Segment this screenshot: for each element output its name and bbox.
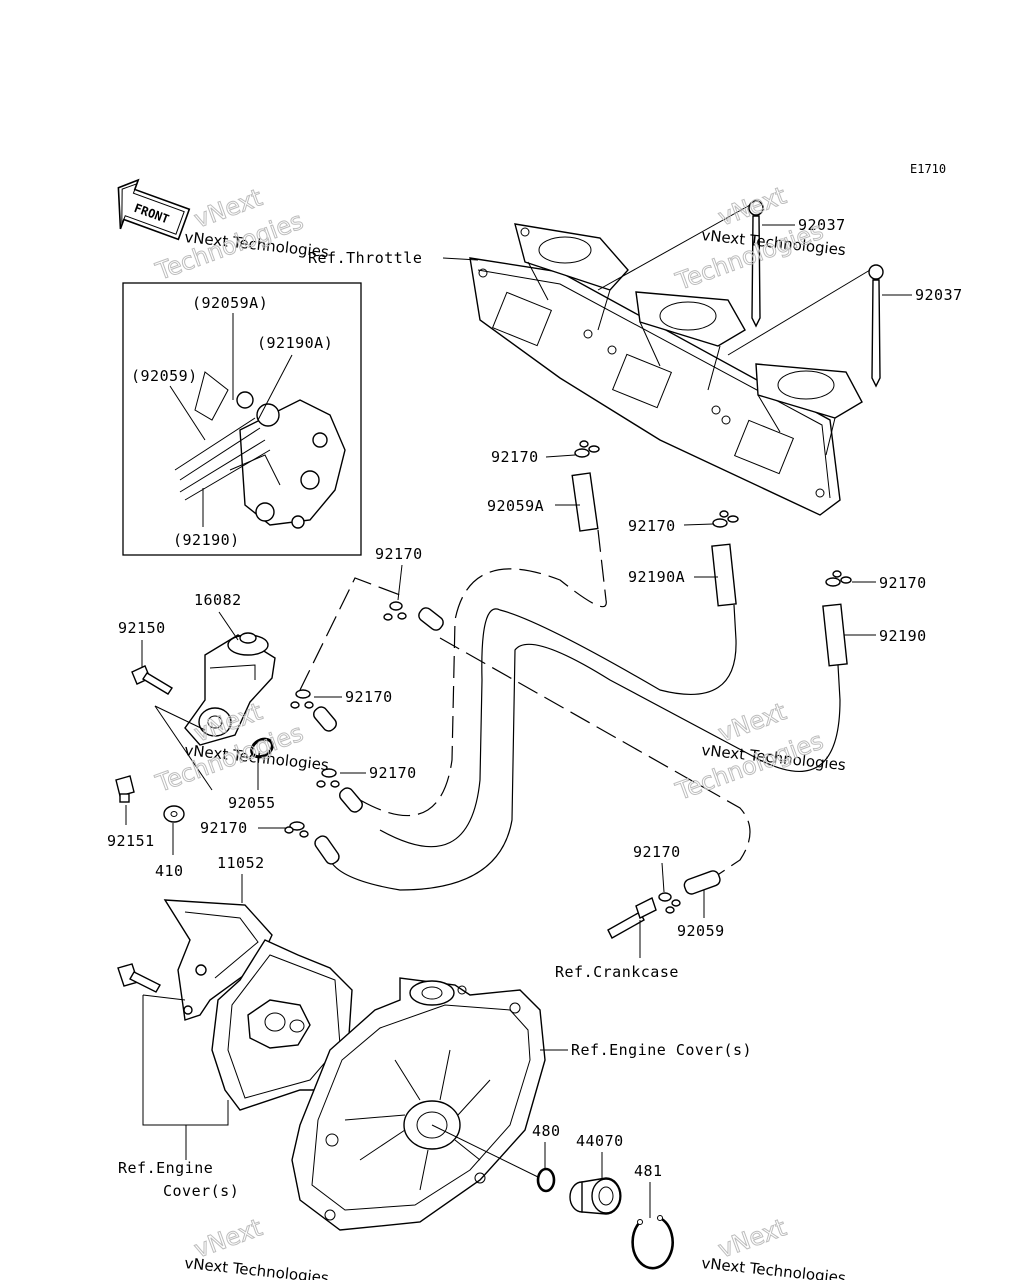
crankcase-fitting	[607, 897, 657, 939]
hose-short-d	[314, 835, 340, 865]
watermark-bottom-right: vNext Technologies vNext	[701, 1213, 847, 1280]
clip-92170-c	[825, 570, 852, 587]
clip-92170-e	[290, 689, 314, 709]
hose-route-92059A	[359, 529, 607, 816]
inset-label-92059: (92059)	[131, 367, 198, 385]
diagram-code: E1710	[910, 162, 946, 176]
hose-short-b	[313, 706, 337, 732]
bolt-92037-b	[868, 264, 884, 388]
hose-route-92190A	[379, 604, 737, 848]
part-92055: 92055	[228, 794, 276, 812]
part-92150: 92150	[118, 619, 166, 637]
part-480: 480	[532, 1122, 561, 1140]
watermark-bottom-left: vNext Technologies vNext	[184, 1213, 330, 1280]
ref-engine-cover-right: Ref.Engine Cover(s)	[571, 1041, 752, 1059]
part-16082: 16082	[194, 591, 242, 609]
inset-label-92190: (92190)	[173, 531, 240, 549]
clip-92170-g	[284, 821, 309, 838]
bolt-engine-cover	[117, 963, 161, 993]
part-92151: 92151	[107, 832, 155, 850]
bolt-92037-a	[748, 200, 764, 328]
svg-text:vNext: vNext	[190, 1213, 265, 1263]
hose-92190	[822, 603, 848, 667]
seal-480	[536, 1167, 556, 1193]
clip-92170-d	[383, 601, 407, 621]
clip-92170-a	[574, 440, 600, 458]
o-ring-92055	[250, 737, 274, 759]
hose-92190A	[711, 543, 737, 607]
bolt-92150	[131, 665, 173, 695]
engine-cover	[291, 977, 546, 1231]
watermark-mid-left: vNext Technologies vNext Technologies	[151, 697, 330, 799]
bearing-44070	[569, 1177, 622, 1215]
hose-short-a	[418, 607, 444, 631]
part-92170-g: 92170	[200, 819, 248, 837]
inset-box	[122, 282, 362, 556]
cover-bracket-11052	[163, 899, 273, 1021]
svg-text:vNext: vNext	[714, 1213, 789, 1263]
inset-label-92059A: (92059A)	[192, 294, 268, 312]
part-92037-b: 92037	[915, 286, 963, 304]
inset-label-92190A: (92190A)	[257, 334, 333, 352]
circlip-481	[631, 1215, 674, 1270]
bolt-92151	[115, 775, 135, 803]
part-92190: 92190	[879, 627, 927, 645]
gasket-plate	[211, 939, 353, 1111]
svg-text:Technologies: Technologies	[672, 217, 827, 296]
part-92170-c: 92170	[879, 574, 927, 592]
part-92170-h: 92170	[633, 843, 681, 861]
watermark-mid-right: vNext Technologies vNext Technologies	[671, 697, 847, 807]
part-92170-e: 92170	[345, 688, 393, 706]
part-92190A: 92190A	[628, 568, 685, 586]
hose-short-c	[339, 787, 363, 813]
part-92170-b: 92170	[628, 517, 676, 535]
clip-92170-f	[316, 768, 340, 788]
svg-text:vNext: vNext	[714, 181, 789, 231]
part-410: 410	[155, 862, 184, 880]
inset-pump-detail	[174, 371, 346, 529]
hose-route-92190	[329, 643, 841, 891]
part-11052: 11052	[217, 854, 265, 872]
ref-engine-cover-left-1: Ref.Engine	[118, 1159, 213, 1177]
hose-route-92059	[439, 637, 751, 881]
water-pump-body-16082	[184, 632, 276, 746]
intake-manifold	[469, 223, 863, 516]
part-44070: 44070	[576, 1132, 624, 1150]
ref-crankcase-label: Ref.Crankcase	[555, 963, 679, 981]
part-92059A: 92059A	[487, 497, 544, 515]
part-92170-d: 92170	[375, 545, 423, 563]
hose-92059A	[571, 472, 599, 532]
part-92037-a: 92037	[798, 216, 846, 234]
part-92170-a: 92170	[491, 448, 539, 466]
clip-92170-h	[658, 892, 681, 914]
hose-92059	[683, 870, 721, 895]
washer-410	[163, 805, 185, 823]
ref-throttle-label: Ref.Throttle	[308, 249, 422, 267]
part-481: 481	[634, 1162, 663, 1180]
part-92059: 92059	[677, 922, 725, 940]
front-arrow-icon: FRONT	[117, 178, 191, 241]
part-92170-f: 92170	[369, 764, 417, 782]
clip-92170-b	[712, 510, 739, 528]
hose-route-top	[299, 577, 401, 691]
ref-engine-cover-left-2: Cover(s)	[163, 1182, 239, 1200]
